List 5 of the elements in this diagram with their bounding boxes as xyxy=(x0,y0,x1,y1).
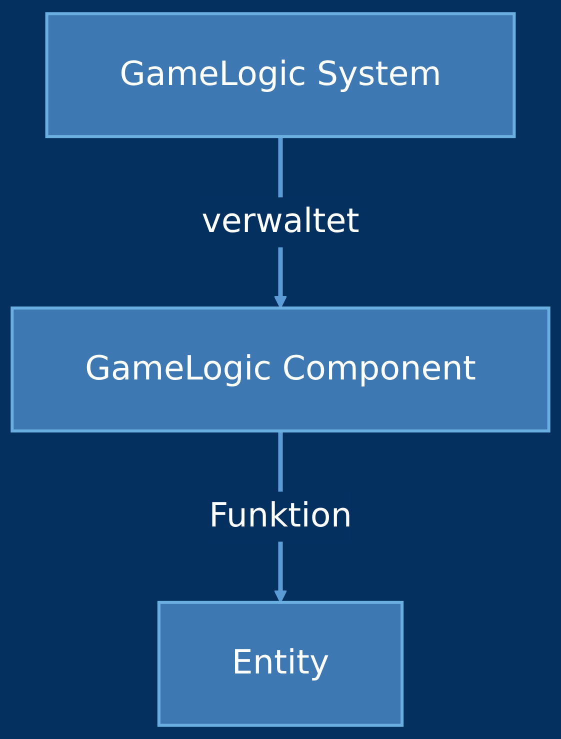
node-box: GameLogic System xyxy=(45,12,516,138)
edge-label: verwaltet xyxy=(202,203,360,242)
node-box: Entity xyxy=(157,600,404,727)
edge-label: Funktion xyxy=(209,498,352,536)
node-box: GameLogic Component xyxy=(10,306,550,432)
